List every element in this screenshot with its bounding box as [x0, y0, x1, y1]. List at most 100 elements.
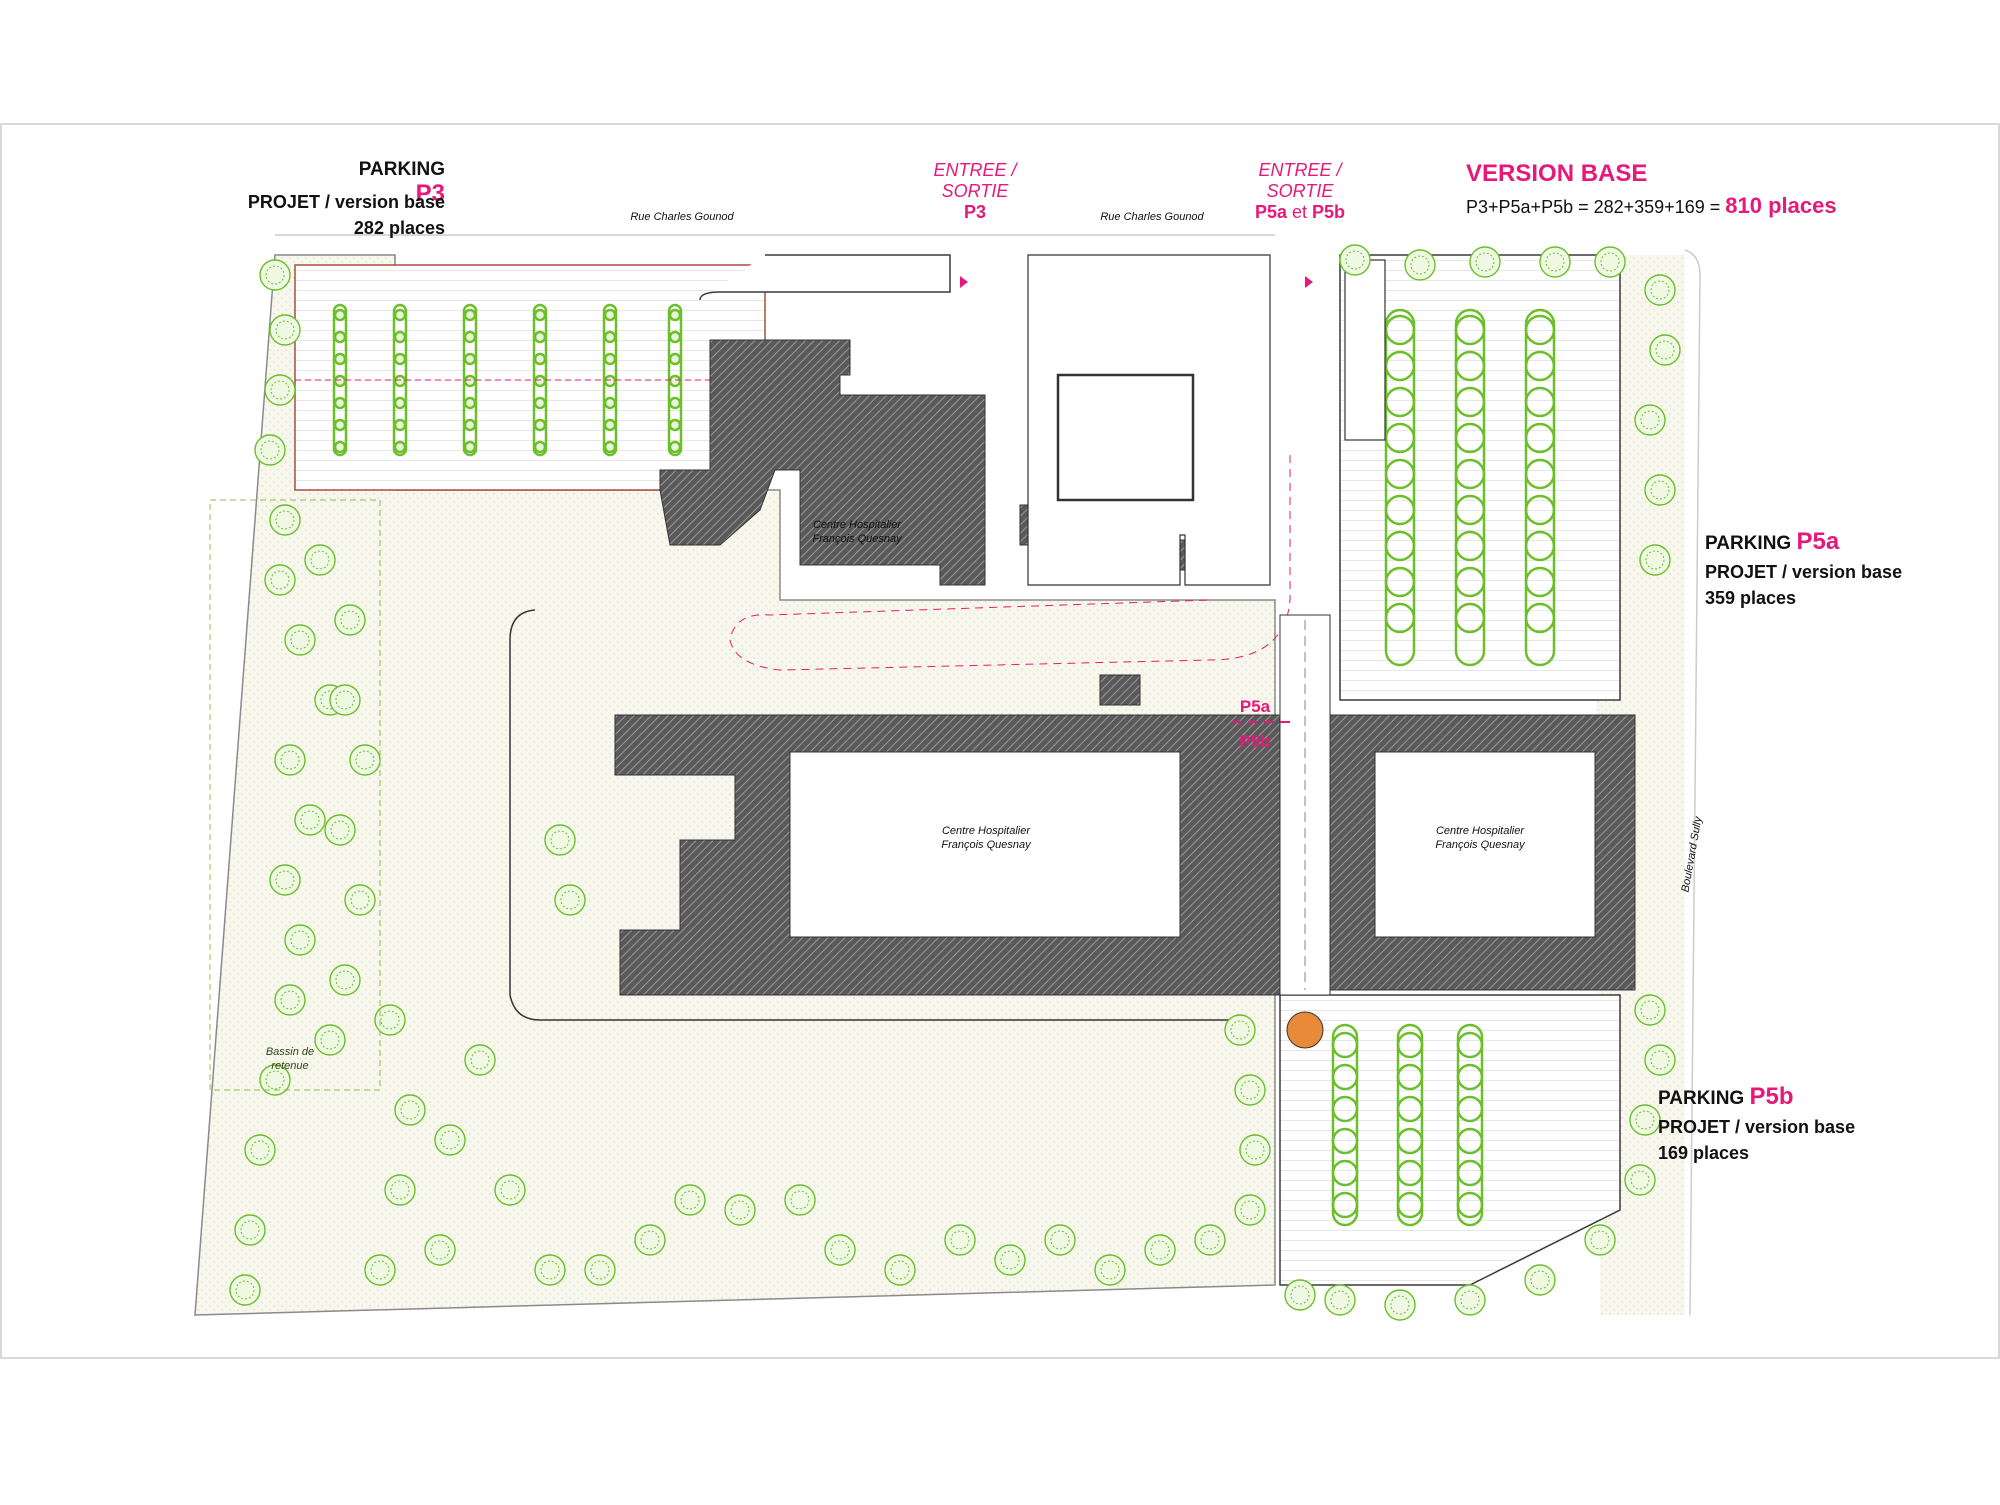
- loop-road: [729, 455, 1291, 671]
- tree: [314, 1024, 346, 1056]
- tree: [784, 1184, 816, 1216]
- version-formula-text: P3+P5a+P5b = 282+359+169 =: [1466, 197, 1721, 217]
- tree: [1239, 1134, 1271, 1166]
- version-total: 810 places: [1725, 193, 1837, 218]
- p5-entrance-arrow: [1305, 276, 1313, 288]
- p5b-aisle: [1331, 1023, 1359, 1227]
- tree: [274, 984, 306, 1016]
- tree: [269, 864, 301, 896]
- p5a-aisle: [1524, 308, 1556, 667]
- tree: [284, 624, 316, 656]
- tree: [1644, 474, 1676, 506]
- north-courtyard: [1056, 373, 1195, 502]
- p5-entrance-label: ENTREE / SORTIE P5a et P5b: [1235, 160, 1365, 223]
- p5-entrance-codes: P5a et P5b: [1235, 202, 1365, 223]
- tree: [534, 1254, 566, 1286]
- hospital-label-main-1: Centre Hospitalier: [942, 825, 1031, 837]
- p3-header-word: PARKING: [358, 159, 445, 180]
- tree: [1634, 404, 1666, 436]
- tree: [1144, 1234, 1176, 1266]
- tree: [994, 1244, 1026, 1276]
- tree: [229, 1274, 261, 1306]
- tree: [494, 1174, 526, 1206]
- p5-entrance-connector: et: [1292, 202, 1308, 222]
- tree: [274, 744, 306, 776]
- p3-entrance-arrow: [960, 276, 968, 288]
- tree: [1339, 244, 1371, 276]
- version-formula: P3+P5a+P5b = 282+359+169 = 810 places: [1466, 193, 1837, 219]
- street-label-left: Rue Charles Gounod: [630, 211, 734, 223]
- p3-access-road: [699, 254, 951, 301]
- tree: [324, 814, 356, 846]
- hospital-label-north-1: Centre Hospitalier: [813, 519, 902, 531]
- p5a-aisle: [1384, 308, 1416, 667]
- p5a-aisle: [1454, 308, 1486, 667]
- p5b-aisle: [1396, 1023, 1424, 1227]
- tree: [1234, 1074, 1266, 1106]
- tree: [294, 804, 326, 836]
- tree: [1384, 1289, 1416, 1321]
- tree: [434, 1124, 466, 1156]
- p5b-header-project: PROJET / version base: [1658, 1117, 1856, 1137]
- hospital-courtyard-main: [789, 751, 1181, 938]
- tree: [304, 544, 336, 576]
- tree: [394, 1094, 426, 1126]
- street-label-right: Rue Charles Gounod: [1100, 211, 1204, 223]
- p3-aisle: [667, 303, 683, 457]
- boulevard-edge: [1684, 249, 1701, 1316]
- tree: [259, 1064, 291, 1096]
- tree: [269, 504, 301, 536]
- p5b-header: PARKING P5b: [1658, 1085, 1794, 1111]
- tree: [634, 1224, 666, 1256]
- tree: [254, 434, 286, 466]
- p5a-header-code: P5a: [1796, 528, 1840, 555]
- parking-p3: [294, 264, 766, 491]
- tree: [269, 314, 301, 346]
- tree: [1044, 1224, 1076, 1256]
- tree: [674, 1184, 706, 1216]
- tree: [944, 1224, 976, 1256]
- tree: [1194, 1224, 1226, 1256]
- version-title: VERSION BASE: [1466, 160, 1648, 187]
- p5a-header: PARKING P5a: [1705, 530, 1839, 556]
- p5-entrance-code-b: P5b: [1312, 202, 1346, 222]
- tree: [1469, 246, 1501, 278]
- hospital-label-east-1: Centre Hospitalier: [1436, 825, 1525, 837]
- tree: [264, 374, 296, 406]
- bassin-area: [209, 499, 381, 1091]
- bassin-label-1: Bassin de: [266, 1046, 314, 1058]
- tree: [1594, 246, 1626, 278]
- green-area-north: [500, 600, 765, 735]
- tree: [1624, 1164, 1656, 1196]
- hospital-courtyard-east: [1374, 751, 1596, 938]
- tree: [384, 1174, 416, 1206]
- p3-aisle: [332, 303, 348, 457]
- perimeter-road: [509, 609, 1230, 1021]
- p5b-header-word: PARKING: [1658, 1088, 1745, 1109]
- tree: [1324, 1284, 1356, 1316]
- tree: [1644, 1044, 1676, 1076]
- p3-header: PARKING P3: [325, 158, 445, 208]
- p3-header-project: PROJET / version base: [247, 192, 445, 212]
- tree: [1629, 1104, 1661, 1136]
- p5-entrance-line2: SORTIE: [1266, 181, 1334, 201]
- tree: [329, 964, 361, 996]
- p3-entrance-line2: SORTIE: [941, 181, 1009, 201]
- marker-p5a: P5a: [1240, 697, 1271, 716]
- p3-aisle: [602, 303, 618, 457]
- marker-p5b: P5b: [1239, 732, 1270, 751]
- p5b-header-code: P5b: [1749, 1083, 1794, 1110]
- tree: [1524, 1264, 1556, 1296]
- tree: [264, 564, 296, 596]
- tree: [1284, 1279, 1316, 1311]
- tree: [259, 259, 291, 291]
- tree: [1539, 246, 1571, 278]
- tree: [374, 1004, 406, 1036]
- p5-entrance-line1: ENTREE /: [1258, 160, 1342, 180]
- tree: [1234, 1194, 1266, 1226]
- tree: [884, 1254, 916, 1286]
- tree: [349, 744, 381, 776]
- tree: [1224, 1014, 1256, 1046]
- tree: [1404, 249, 1436, 281]
